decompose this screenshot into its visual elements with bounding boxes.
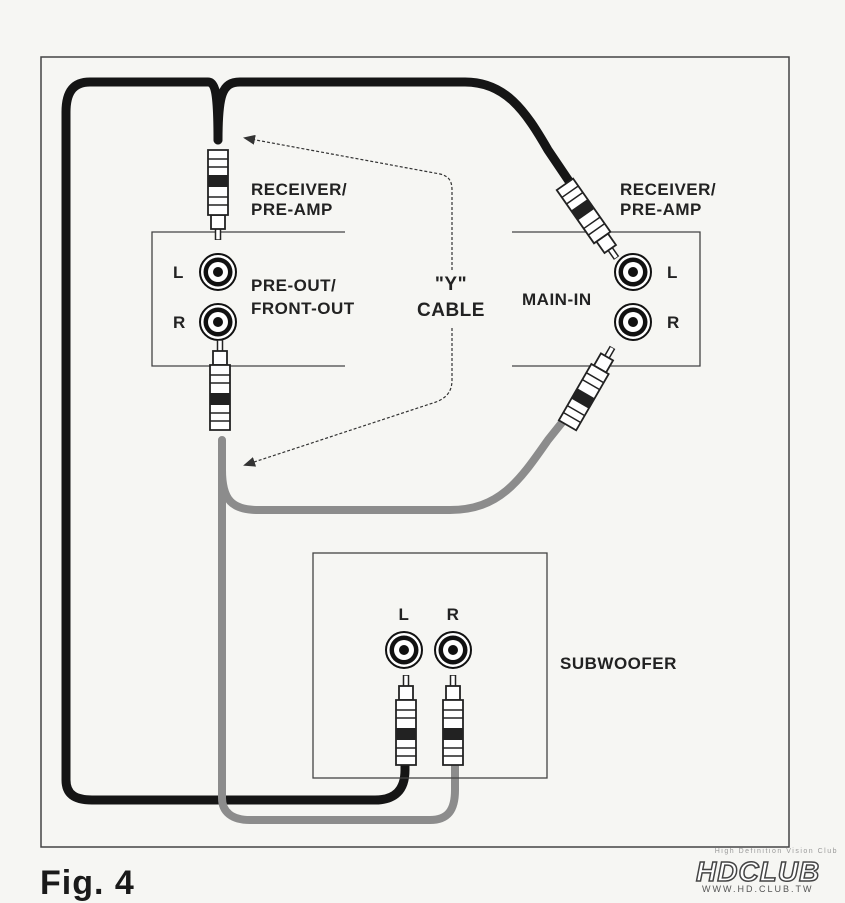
black-cable-left-loop xyxy=(61,77,410,805)
y-cable-arrow-upper xyxy=(243,134,453,270)
y-cable-label-line1: "Y" xyxy=(435,274,467,295)
jack-label-left-L: L xyxy=(173,263,184,282)
pre-out-right-jack xyxy=(199,303,237,341)
gray-cable-right-branch xyxy=(218,411,572,514)
receiver-panel-left xyxy=(151,231,345,367)
jack-label-right-L: L xyxy=(667,263,678,282)
rca-plug-sub-right xyxy=(442,675,464,766)
receiver-left-label-line2: PRE-AMP xyxy=(251,200,333,219)
watermark: High Definition Vision Club HDCLUB WWW.H… xyxy=(692,848,842,894)
jack-label-right-R: R xyxy=(667,313,680,332)
main-in-right-jack xyxy=(614,303,652,341)
main-in-left-jack xyxy=(614,253,652,291)
y-cable-label-line2: CABLE xyxy=(417,300,485,321)
main-in-label: MAIN-IN xyxy=(522,290,592,309)
pre-out-label-line1: PRE-OUT/ xyxy=(251,276,336,295)
pre-out-label-line2: FRONT-OUT xyxy=(251,299,355,318)
subwoofer-left-jack xyxy=(385,631,423,669)
receiver-right-label-line1: RECEIVER/ xyxy=(620,180,716,199)
jack-label-left-R: R xyxy=(173,313,186,332)
watermark-tagline: High Definition Vision Club xyxy=(714,848,838,855)
rca-plug-receiver-left xyxy=(207,149,229,240)
watermark-url: WWW.HD.CLUB.TW xyxy=(702,884,814,894)
pre-out-left-jack xyxy=(199,253,237,291)
figure-frame xyxy=(40,56,790,848)
black-cable-right-branch xyxy=(213,77,580,195)
subwoofer-jack-label-L: L xyxy=(399,605,410,624)
rca-plug-main-in-lower xyxy=(557,341,623,432)
rca-plug-sub-left xyxy=(395,675,417,766)
receiver-right-label-line2: PRE-AMP xyxy=(620,200,702,219)
subwoofer-label: SUBWOOFER xyxy=(560,654,677,673)
rca-plug-receiver-right xyxy=(555,177,626,265)
y-cable-arrow-lower xyxy=(243,328,453,467)
subwoofer-panel xyxy=(312,552,548,779)
subwoofer-jack-label-R: R xyxy=(447,605,460,624)
watermark-logo: HDCLUB xyxy=(695,855,821,888)
subwoofer-right-jack xyxy=(434,631,472,669)
figure-caption: Fig. 4 xyxy=(40,864,135,902)
receiver-left-label-line1: RECEIVER/ xyxy=(251,180,347,199)
rca-plug-preout-lower xyxy=(209,340,231,431)
gray-cable-down xyxy=(218,436,459,824)
